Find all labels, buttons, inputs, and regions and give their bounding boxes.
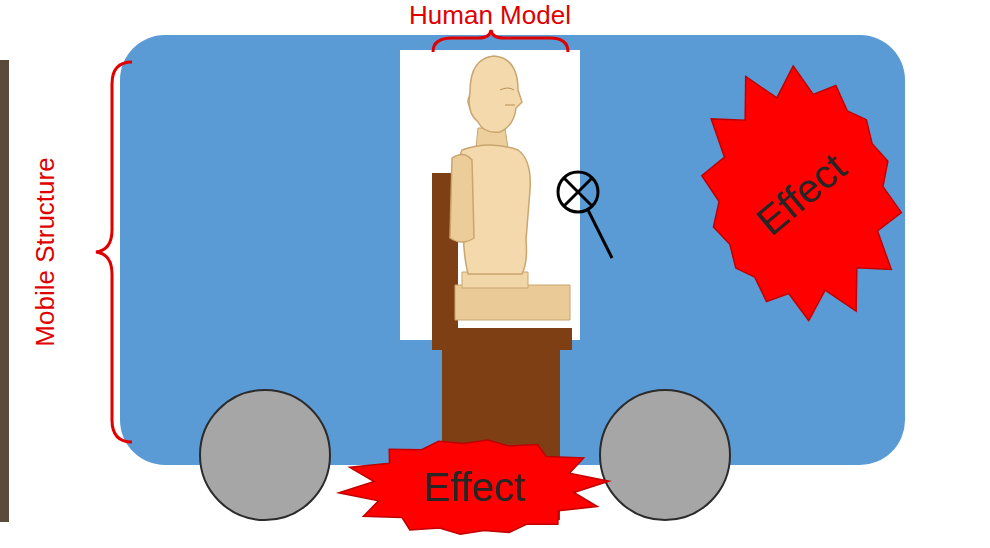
effect-starburst: Effect bbox=[338, 428, 610, 546]
photo-edge bbox=[0, 60, 9, 522]
sensor-symbol bbox=[558, 172, 612, 258]
human-model bbox=[450, 56, 570, 320]
bracket bbox=[433, 30, 568, 52]
wheel bbox=[600, 390, 730, 520]
effect-label: Effect bbox=[423, 465, 525, 509]
starburst-shape bbox=[702, 66, 902, 321]
starburst-shape bbox=[339, 440, 609, 534]
wheel bbox=[200, 390, 330, 520]
part-label: Mobile Structure bbox=[32, 157, 58, 346]
model-panel bbox=[400, 50, 580, 340]
bracket bbox=[96, 62, 132, 442]
effect-starburst: Effect bbox=[690, 58, 912, 330]
chair-seat bbox=[432, 328, 572, 350]
part-label: Human Model bbox=[409, 2, 571, 28]
